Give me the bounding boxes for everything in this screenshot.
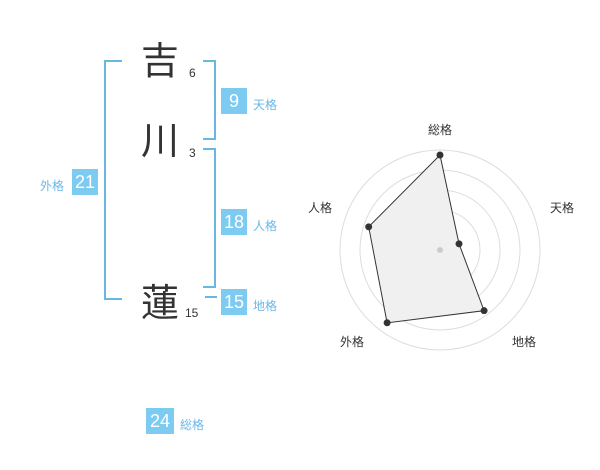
gaikaku-badge: 21 <box>72 169 98 195</box>
radar-point <box>436 151 444 159</box>
radar-point <box>365 223 373 231</box>
jinkaku-label: 人格 <box>253 219 278 233</box>
radar-chart: 総格 天格 地格 外格 人格 <box>308 122 574 351</box>
gaikaku-label: 外格 <box>40 179 65 193</box>
tenkaku-badge: 9 <box>221 88 247 114</box>
jinkaku-badge: 18 <box>221 209 247 235</box>
radar-ring <box>339 149 541 351</box>
soukaku-label: 総格 <box>180 418 205 432</box>
chikaku-label: 地格 <box>253 299 278 313</box>
radar-point <box>383 319 391 327</box>
radar-axis-label: 外格 <box>340 334 364 349</box>
chikaku-badge: 15 <box>221 289 247 315</box>
chikaku-connector <box>205 296 217 298</box>
radar-points <box>365 151 488 327</box>
stroke-count-2: 3 <box>189 146 196 160</box>
radar-point <box>455 240 463 248</box>
radar-polygon <box>368 153 485 324</box>
name-char-3: 蓮 <box>140 281 179 325</box>
radar-center <box>437 247 443 253</box>
radar-axis-label: 人格 <box>308 200 332 215</box>
name-char-2: 川 <box>140 119 179 163</box>
radar-point <box>480 307 488 315</box>
stroke-count-3: 15 <box>185 306 199 320</box>
radar-axis-label: 天格 <box>550 200 574 215</box>
radar-axis-label: 地格 <box>512 334 536 349</box>
name-char-1: 吉 <box>140 39 179 83</box>
tenkaku-label: 天格 <box>253 98 278 112</box>
soukaku-badge: 24 <box>146 408 174 434</box>
stroke-count-1: 6 <box>189 66 196 80</box>
radar-axis-label: 総格 <box>428 122 452 137</box>
